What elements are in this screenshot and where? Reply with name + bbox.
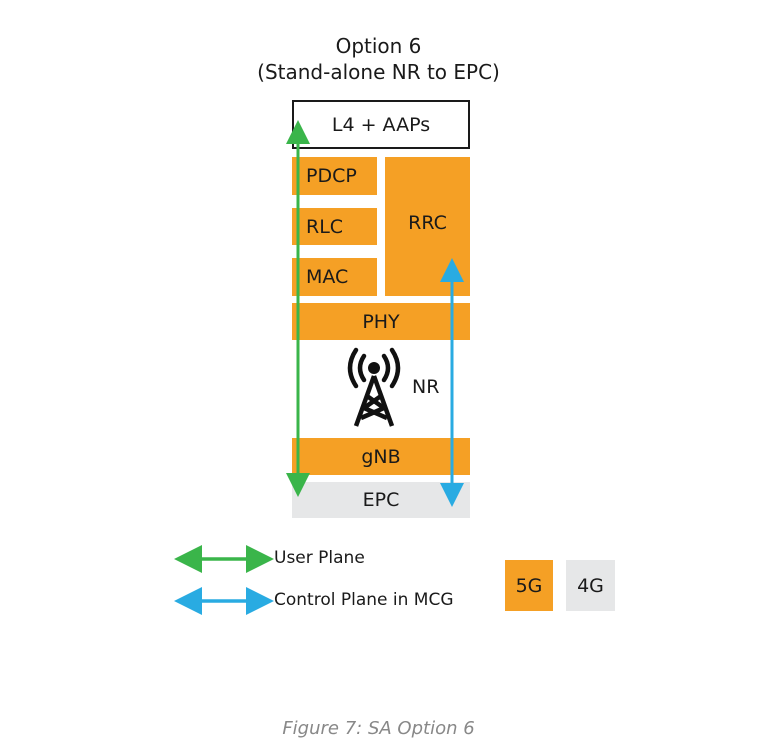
legend-4g-badge: 4G [566, 560, 615, 611]
legend-5g-badge: 5G [505, 560, 553, 611]
nr-label: NR [412, 376, 440, 398]
figure-caption: Figure 7: SA Option 6 [282, 718, 475, 739]
legend-control-plane-label: Control Plane in MCG [274, 590, 454, 610]
legend-user-plane-label: User Plane [274, 548, 365, 568]
diagram-title-line2: (Stand-alone NR to EPC) [257, 60, 500, 84]
diagram-title-line1: Option 6 [335, 34, 422, 58]
radio-tower-icon [334, 346, 414, 432]
